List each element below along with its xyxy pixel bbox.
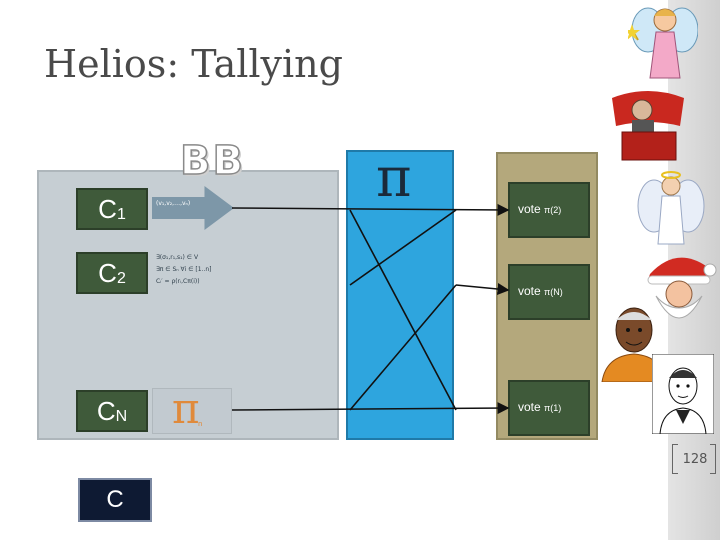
vote-permutation-index: π(1) bbox=[544, 403, 562, 413]
bulletin-board-label: BB bbox=[179, 137, 245, 185]
mandela-portrait-icon bbox=[601, 307, 667, 382]
cross-line-2 bbox=[349, 284, 457, 411]
vote-label: vote bbox=[518, 400, 545, 414]
arrow-c1-to-mix bbox=[231, 203, 510, 216]
mixnet-permutation-symbol: π bbox=[376, 146, 412, 209]
speaker-at-podium-icon bbox=[612, 91, 684, 161]
arrow-to-vote-n bbox=[455, 283, 510, 295]
cipher-base: C bbox=[98, 193, 117, 224]
cipher-sub: N bbox=[115, 408, 128, 425]
santa-icon bbox=[647, 257, 717, 319]
proof-line-3: Cᵢ′ = ρ(rᵢ,Cπ(i)) bbox=[156, 278, 200, 285]
man-portrait-icon bbox=[652, 354, 714, 434]
vote-box-1: vote π(2) bbox=[508, 182, 590, 238]
bb-permutation-sub: n bbox=[198, 420, 203, 428]
cross-line-3 bbox=[349, 209, 457, 286]
vote-permutation-index: π(2) bbox=[544, 205, 562, 215]
cipher-base: C bbox=[96, 395, 116, 426]
cipher-base: C bbox=[98, 257, 117, 288]
vote-vector-caption: (v₁,v₂,…,vₙ) bbox=[156, 200, 191, 207]
cross-line-1 bbox=[349, 209, 457, 411]
proof-line-2: ∃π ∈ Sₙ ∀i ∈ [1..n] bbox=[156, 266, 212, 273]
page-number-bracket-right bbox=[710, 444, 716, 474]
vote-permutation-index: π(N) bbox=[544, 287, 563, 297]
vote-label: vote bbox=[518, 202, 545, 216]
vote-label: vote bbox=[518, 284, 545, 298]
permutation-box bbox=[152, 388, 232, 434]
angel-icon bbox=[637, 171, 705, 245]
slide-title: Helios: Tallying bbox=[44, 42, 343, 86]
arrow-cn-to-mix bbox=[231, 402, 510, 415]
cipher-sub: 2 bbox=[116, 270, 126, 287]
ciphertext-c: C bbox=[78, 478, 152, 522]
cipher-sub: 1 bbox=[116, 206, 126, 223]
page-number: 128 bbox=[682, 451, 708, 467]
page-number-bracket-left bbox=[672, 444, 678, 474]
bb-permutation-symbol: π bbox=[172, 384, 200, 433]
proof-line-1: ∃(σ₁,r₁,s₁) ∈ V bbox=[156, 254, 199, 261]
vote-box-3: vote π(1) bbox=[508, 380, 590, 436]
fairy-icon bbox=[628, 7, 698, 79]
mixnet-panel bbox=[346, 150, 454, 440]
